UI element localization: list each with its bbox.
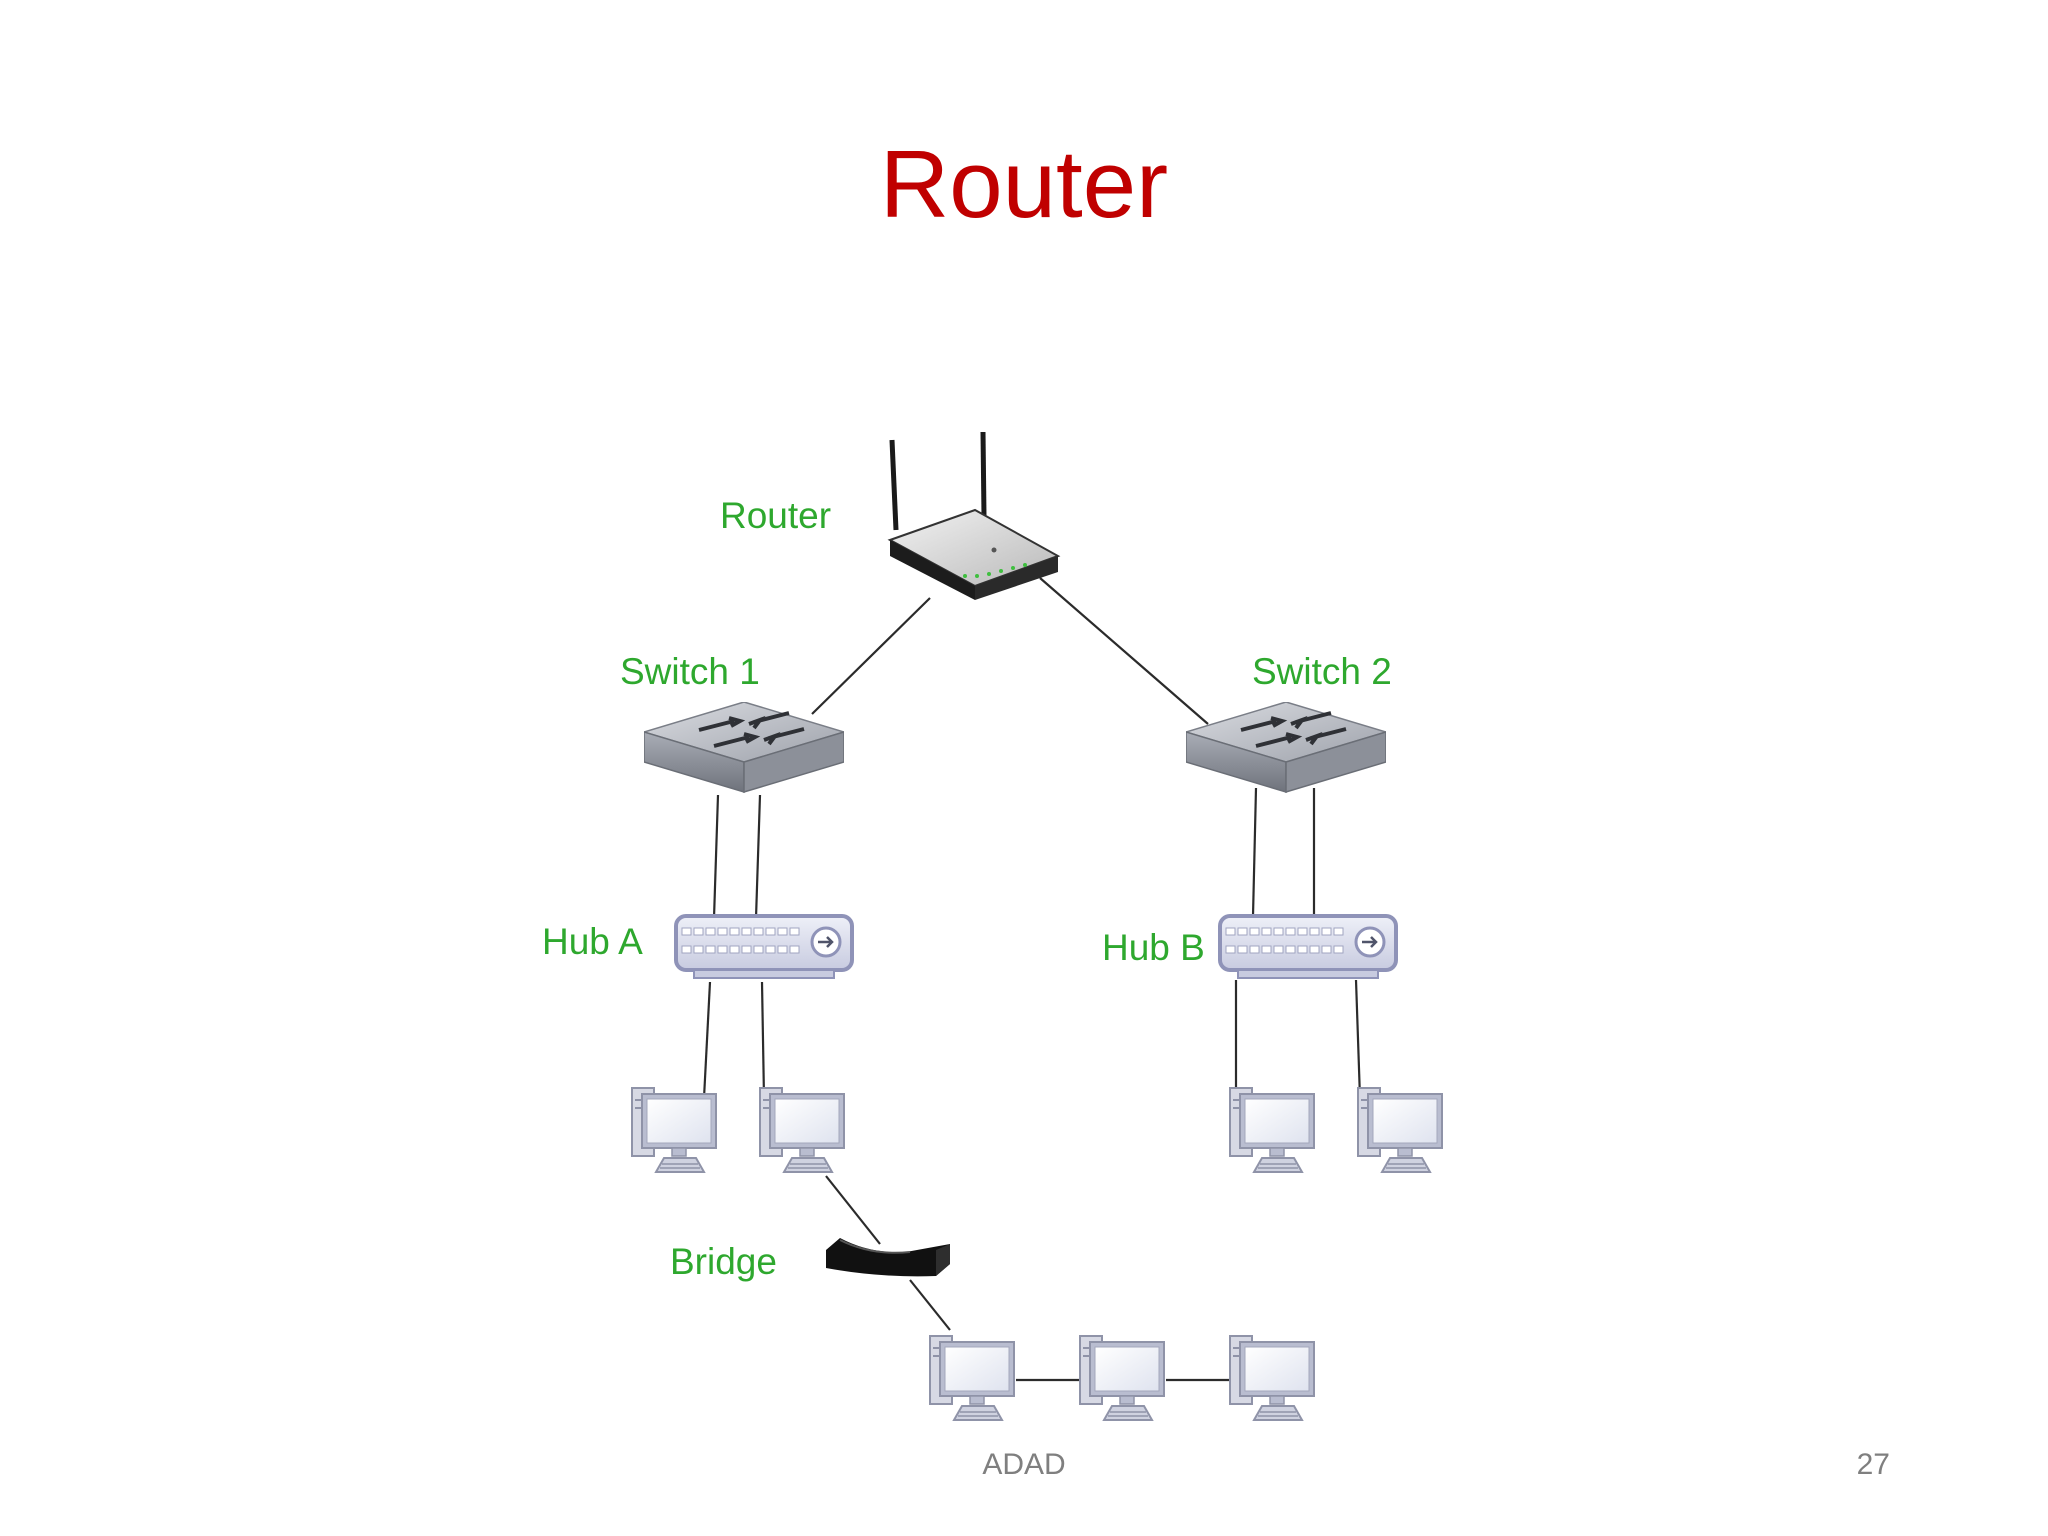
desktop-computer-icon: [1229, 1335, 1315, 1421]
switch-1-icon: [644, 702, 844, 794]
network-bridge-icon: [826, 1238, 950, 1277]
label-router: Router: [720, 495, 831, 536]
link-switch2-hubb-1: [1251, 787, 1258, 917]
wireless-router-icon: [887, 431, 1061, 600]
link-pc-a2-bridge: [825, 1175, 881, 1245]
footer-text: ADAD: [982, 1448, 1066, 1481]
link-router-switch2: [1039, 577, 1209, 725]
label-switch-1: Switch 1: [620, 651, 760, 692]
desktop-computer-icon: [759, 1087, 845, 1173]
label-hub-a: Hub A: [542, 921, 643, 962]
connections: [702, 577, 1362, 1382]
desktop-computer-icon: [1079, 1335, 1165, 1421]
page-number: 27: [1856, 1448, 1890, 1481]
desktop-computer-icon: [631, 1087, 717, 1173]
link-huba-pc-a1: [702, 981, 712, 1099]
label-switch-2: Switch 2: [1252, 651, 1392, 692]
link-switch1-huba-2: [754, 794, 762, 919]
link-bridge-pc-c1: [909, 1279, 951, 1331]
desktop-computer-icon: [1357, 1087, 1443, 1173]
switch-2-icon: [1186, 702, 1386, 794]
slide-title: Router: [879, 131, 1169, 238]
desktop-computer-icon: [929, 1335, 1015, 1421]
label-hub-b: Hub B: [1102, 927, 1205, 968]
link-switch1-huba-1: [712, 794, 720, 919]
label-bridge: Bridge: [670, 1241, 777, 1282]
hub-b-icon: [1218, 914, 1398, 980]
hub-a-icon: [674, 914, 854, 980]
link-hubb-pc-b2: [1354, 979, 1362, 1099]
link-huba-pc-a2: [760, 981, 766, 1099]
link-router-switch1: [811, 597, 931, 715]
desktop-computer-icon: [1229, 1087, 1315, 1173]
